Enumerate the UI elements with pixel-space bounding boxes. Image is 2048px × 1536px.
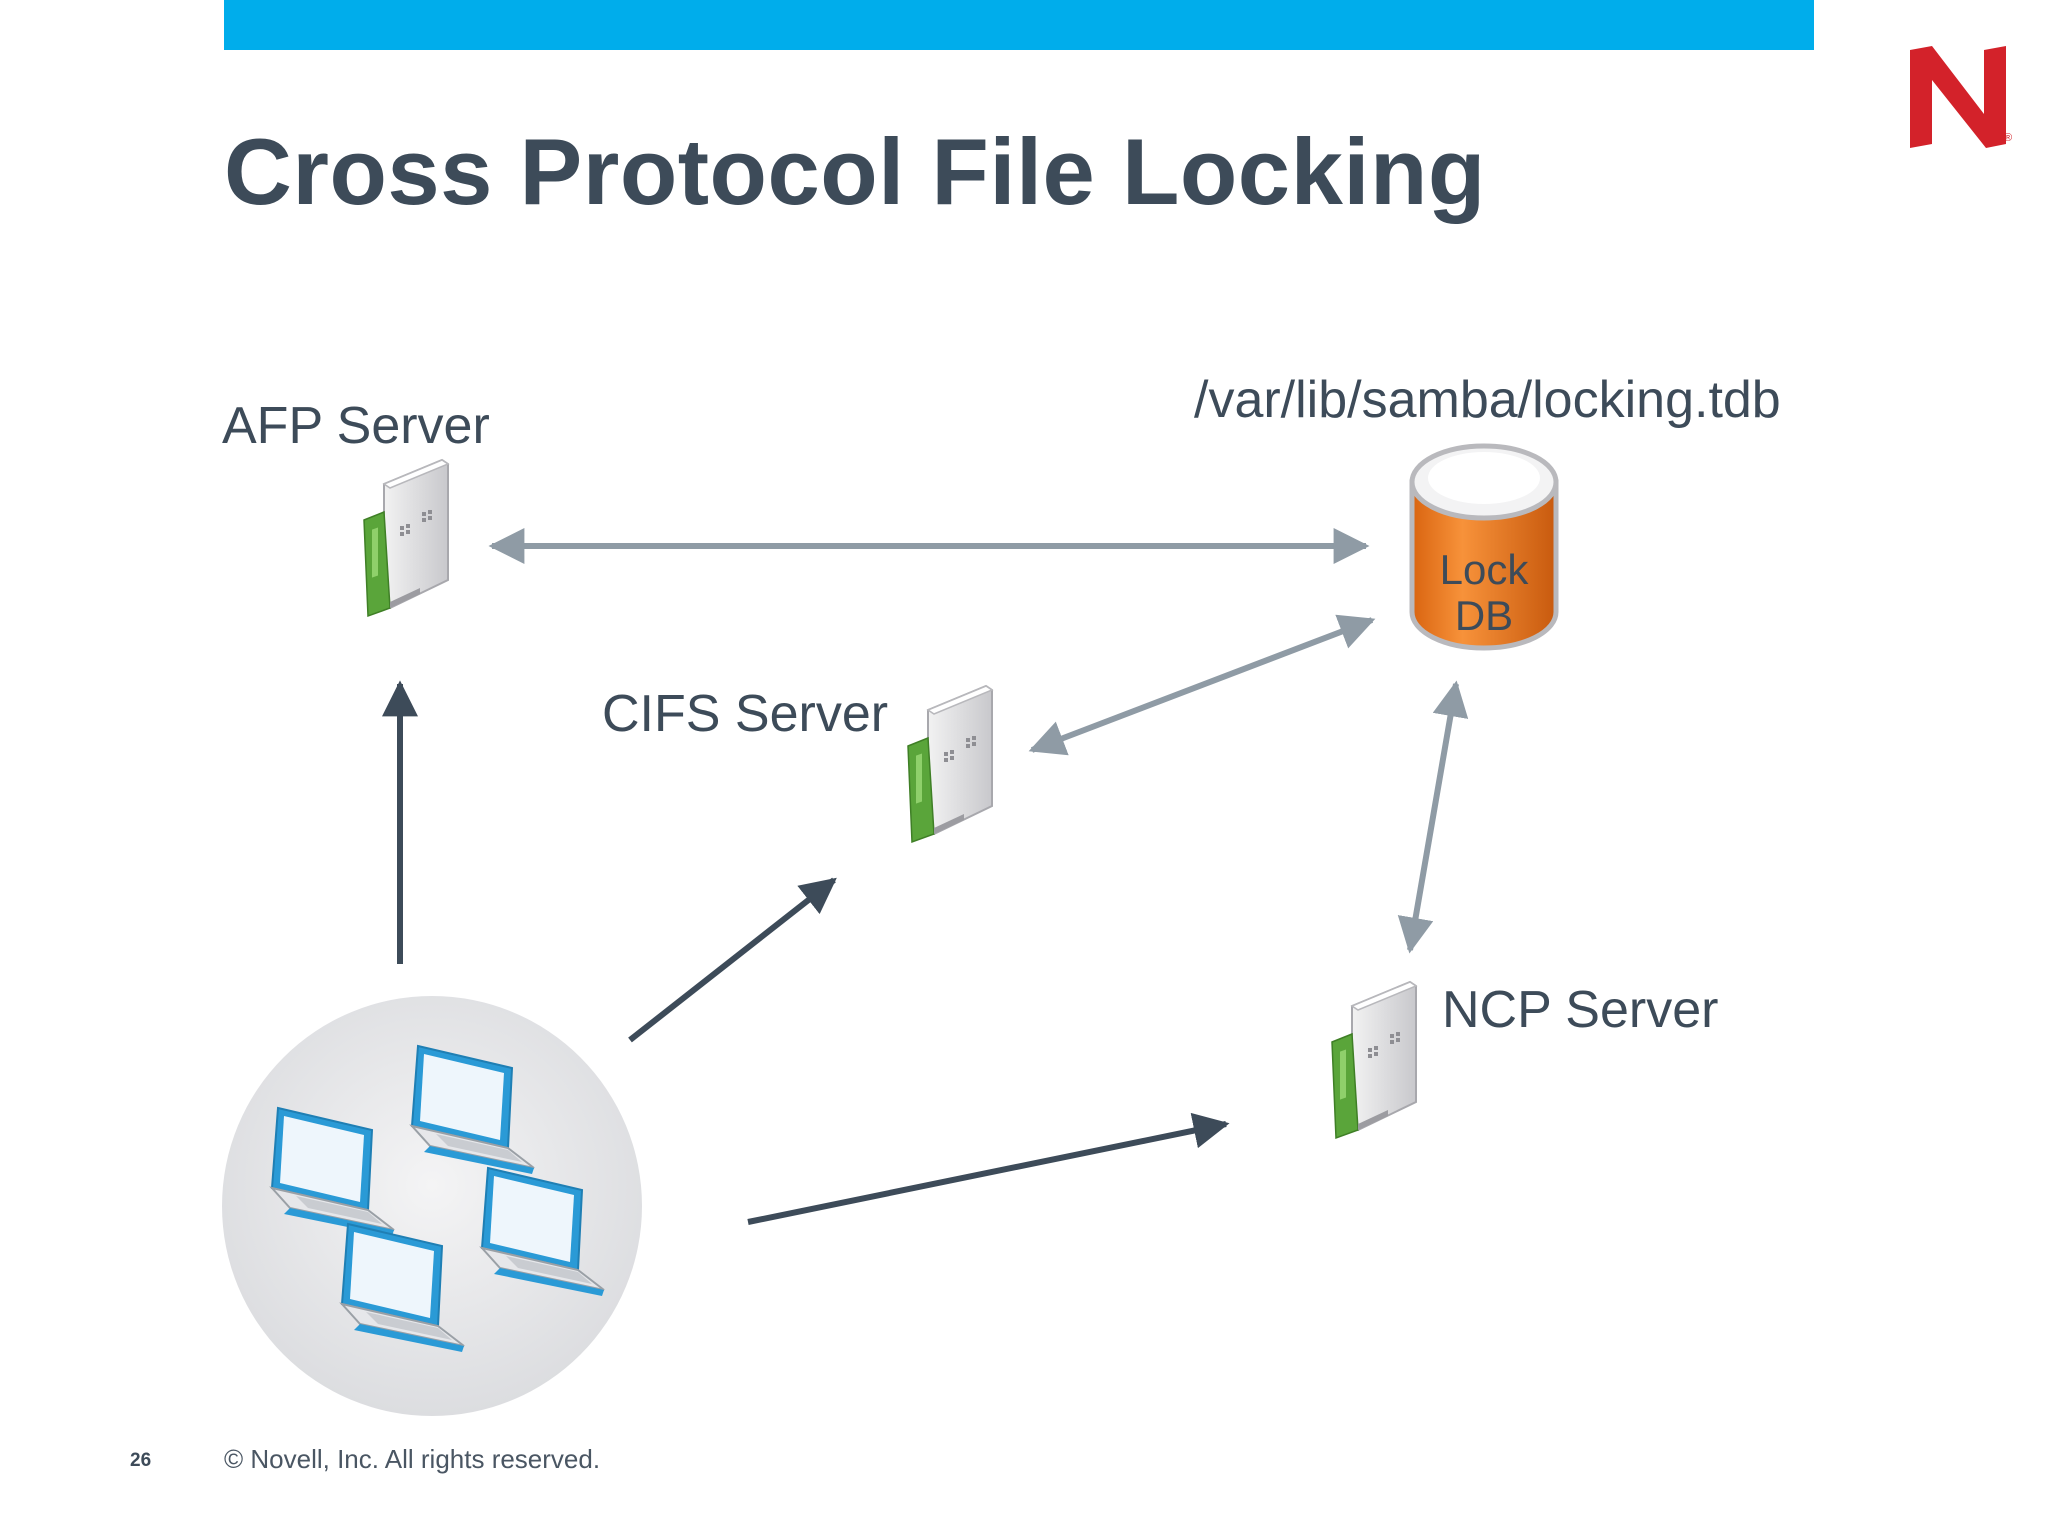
slide-number: 26 bbox=[130, 1450, 152, 1471]
clients-group bbox=[222, 996, 642, 1416]
clients-cifs-arrow bbox=[628, 877, 837, 1043]
novell-logo-icon bbox=[1910, 46, 2006, 148]
copyright-text: © Novell, Inc. All rights reserved. bbox=[224, 1444, 601, 1474]
trademark-symbol: ® bbox=[2004, 132, 2013, 144]
db-label-line1: Lock bbox=[1440, 546, 1530, 593]
clients-circle bbox=[222, 996, 642, 1416]
clients-ncp-arrow bbox=[747, 1112, 1230, 1225]
cifs-db-arrow bbox=[1028, 614, 1376, 756]
afp-server-icon bbox=[363, 459, 449, 617]
ncp-server-icon bbox=[1331, 981, 1417, 1139]
lock-db-icon bbox=[1409, 443, 1559, 651]
slide-title: Cross Protocol File Locking bbox=[224, 119, 1486, 224]
ncp-db-arrow bbox=[1397, 680, 1469, 954]
cifs-server-label: CIFS Server bbox=[602, 685, 889, 743]
accent-bar bbox=[224, 0, 1814, 50]
db-path-label: /var/lib/samba/locking.tdb bbox=[1194, 371, 1781, 429]
cifs-server-icon bbox=[907, 685, 993, 843]
db-label-line2: DB bbox=[1455, 592, 1513, 639]
afp-server-label: AFP Server bbox=[222, 397, 490, 455]
ncp-server-label: NCP Server bbox=[1442, 981, 1719, 1039]
